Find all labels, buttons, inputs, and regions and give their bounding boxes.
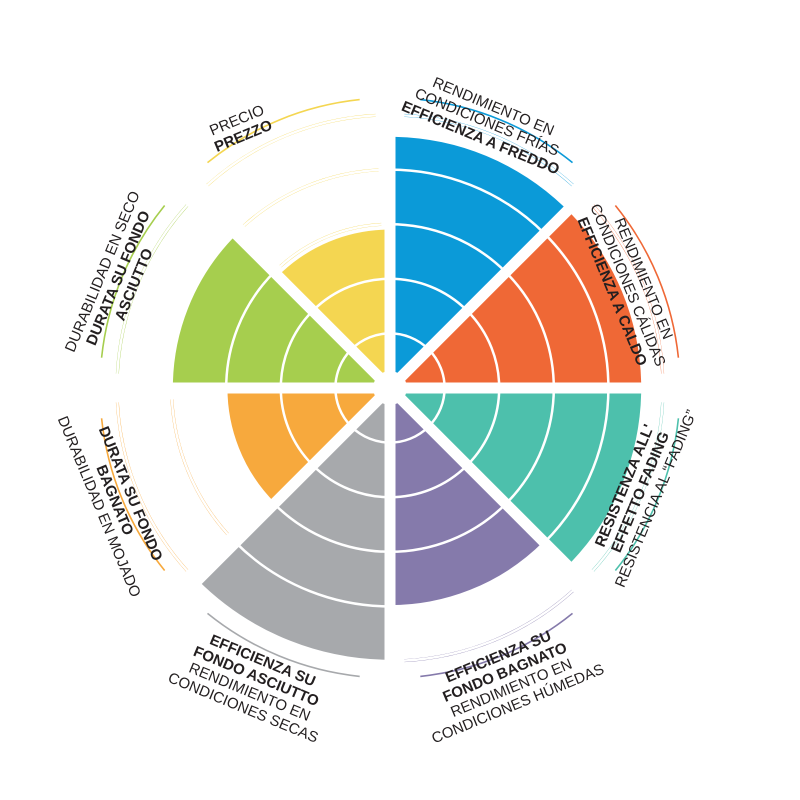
- label-arc-wet: [420, 612, 574, 678]
- segment-cold: [395, 136, 564, 373]
- segment-hot: [405, 214, 642, 383]
- ring-4: [170, 168, 610, 608]
- label-arc-fade: [614, 418, 680, 572]
- segment-wdur: [226, 393, 375, 500]
- segment-dry: [200, 403, 385, 661]
- label-arc-cold: [420, 98, 574, 164]
- label-arc-price: [206, 98, 360, 164]
- ring-gridlines: [115, 113, 665, 663]
- ring-3: [224, 222, 556, 554]
- segment-fade: [405, 393, 642, 562]
- segment-ddur: [171, 237, 375, 383]
- label-arc-wdur: [100, 418, 166, 572]
- label-arc-ddur: [100, 204, 166, 358]
- chart-segments: [171, 136, 642, 661]
- ring-5: [115, 113, 665, 663]
- label-arc-hot: [614, 204, 680, 358]
- outline-arc-wdur-0: [170, 399, 229, 536]
- ring-2: [279, 277, 501, 499]
- segment-wet: [395, 403, 541, 607]
- label-arc-dry: [206, 612, 360, 678]
- segment-price: [281, 229, 385, 373]
- outer-arcs: [100, 98, 680, 678]
- outline-arc-price-1: [242, 168, 379, 227]
- ring-1: [334, 332, 446, 444]
